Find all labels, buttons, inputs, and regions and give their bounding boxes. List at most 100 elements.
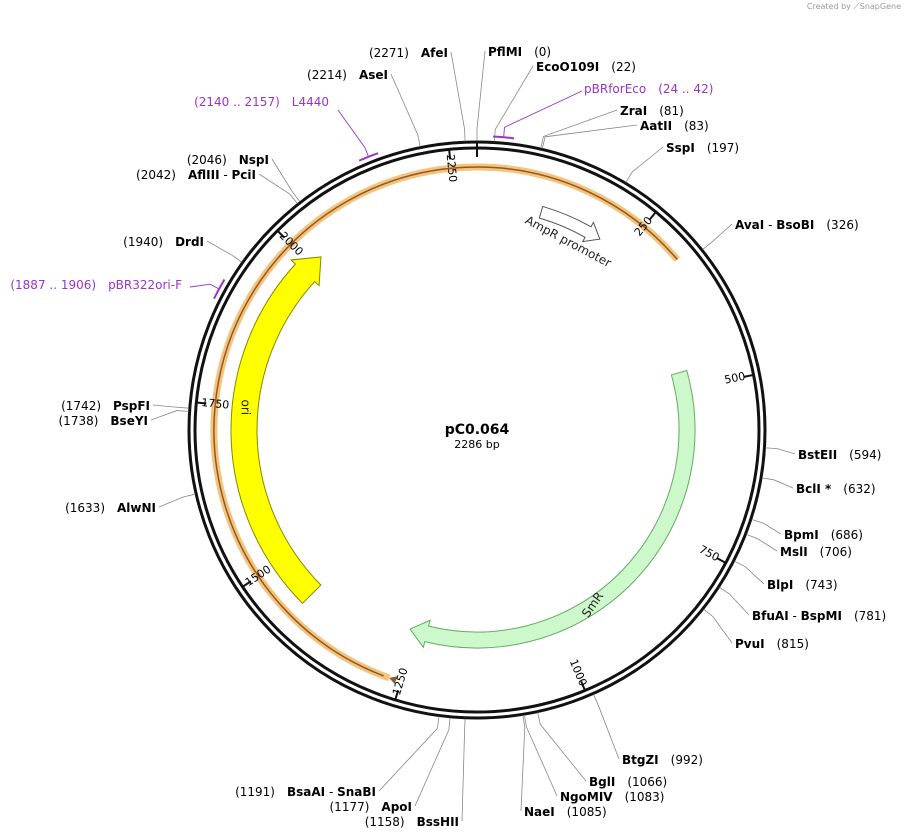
feature-ori[interactable]	[230, 256, 322, 605]
enzyme-site[interactable]: (2271)AfeI	[369, 46, 448, 60]
feature-smr[interactable]	[409, 369, 696, 649]
orf-arrowhead	[389, 676, 398, 685]
enzyme-site[interactable]: (1191) BsaAI - SnaBI	[235, 785, 376, 799]
enzyme-label: BpmI(686)	[784, 528, 863, 542]
enzyme-position: (2271)	[369, 46, 409, 60]
enzyme-site[interactable]: (2046)NspI	[187, 153, 269, 167]
enzyme-label: (2214)AseI	[307, 68, 388, 82]
enzyme-leader-line	[520, 715, 526, 812]
enzyme-name: EcoO109I	[536, 60, 599, 74]
enzyme-site[interactable]: SspI(197)	[666, 141, 739, 155]
enzyme-site[interactable]: PvuI(815)	[735, 637, 809, 651]
enzyme-site[interactable]: NaeI(1085)	[524, 805, 607, 819]
enzyme-site[interactable]: BpmI(686)	[784, 528, 863, 542]
enzyme-site[interactable]: BtgZI(992)	[622, 753, 703, 767]
tick-label: 2250	[444, 154, 460, 183]
enzyme-name: BlpI	[767, 578, 793, 592]
enzyme-site[interactable]: NgoMIV (1083)	[560, 790, 664, 804]
enzyme-separator: -	[325, 785, 337, 799]
enzyme-position: (197)	[707, 141, 739, 155]
enzyme-site[interactable]: EcoO109I(22)	[536, 60, 636, 74]
primer-position: (1887 .. 1906)	[10, 278, 96, 292]
enzyme-site[interactable]: (2042)AflIII - PciI	[136, 168, 256, 182]
snapgene-brand: Created by ⟋SnapGene	[807, 2, 901, 12]
enzyme-leader-line	[150, 410, 189, 421]
enzyme-leader-line	[378, 716, 440, 792]
primer-mark	[493, 135, 515, 140]
snapgene-brand-name: SnapGene	[859, 2, 901, 11]
enzyme-position: (1191)	[235, 785, 275, 799]
snapgene-logo-icon: ⟋	[853, 2, 860, 12]
primer-label: (2140 .. 2157)L4440	[194, 95, 329, 109]
enzyme-label: EcoO109I(22)	[536, 60, 636, 74]
primer-label: pBRforEco (24 .. 42)	[584, 82, 713, 96]
enzyme-label: PflMI(0)	[488, 45, 551, 59]
enzyme-site[interactable]: BlpI (743)	[767, 578, 838, 592]
enzyme-leader-line	[461, 718, 466, 822]
enzyme-label: MslI(706)	[780, 545, 852, 559]
primer-mark	[358, 152, 379, 162]
enzyme-name: ZraI	[620, 104, 647, 118]
enzyme-leader-line	[152, 404, 189, 409]
enzyme-leader-line	[494, 65, 534, 142]
plasmid-name: pC0.064	[445, 422, 510, 438]
primer-leader-line	[337, 109, 369, 156]
enzyme-site[interactable]: (1158)BssHII	[365, 815, 459, 829]
enzyme-name: NaeI	[524, 805, 555, 819]
primer-name: pBR322ori-F	[108, 278, 182, 292]
enzyme-leader-line	[258, 173, 298, 204]
enzyme-position: (2214)	[307, 68, 347, 82]
enzyme-position: (1158)	[365, 815, 405, 829]
enzyme-site[interactable]: AvaI - BsoBI(326)	[735, 218, 859, 232]
enzyme-site[interactable]: (1738)BseYI	[59, 414, 149, 428]
enzyme-position: (686)	[831, 528, 863, 542]
enzyme-name: PspFI	[113, 399, 150, 413]
enzyme-label: BglI(1066)	[589, 775, 667, 789]
enzyme-label: (2042)AflIII - PciI	[136, 168, 256, 182]
enzyme-leader-line	[540, 109, 618, 149]
enzyme-label: (1177)ApoI	[330, 800, 413, 814]
enzyme-leader-line	[734, 560, 765, 585]
enzyme-label: NaeI(1085)	[524, 805, 607, 819]
enzyme-site[interactable]: (2214)AseI	[307, 68, 388, 82]
feature-ampr-promoter[interactable]	[538, 205, 601, 243]
primer-name: pBRforEco	[584, 82, 646, 96]
enzyme-label: AatII(83)	[640, 119, 709, 133]
enzyme-name-2: SnaBI	[337, 785, 376, 799]
enzyme-name: BsaAI	[287, 785, 325, 799]
enzyme-leader-line	[625, 146, 664, 183]
enzyme-site[interactable]: BstEII(594)	[798, 448, 881, 462]
primer-binding-site[interactable]: (1887 .. 1906) pBR322ori-F	[10, 278, 226, 300]
enzyme-site[interactable]: (1177)ApoI	[330, 800, 413, 814]
enzyme-leader-line	[761, 477, 794, 489]
enzyme-site[interactable]: (1742)PspFI	[61, 399, 150, 413]
enzyme-position: (1083)	[625, 790, 665, 804]
primer-binding-site[interactable]: (2140 .. 2157)L4440	[194, 95, 379, 162]
enzyme-name: BseYI	[110, 414, 148, 428]
enzyme-name: NgoMIV	[560, 790, 613, 804]
primer-position: (2140 .. 2157)	[194, 95, 280, 109]
enzyme-site[interactable]: ZraI(81)	[620, 104, 684, 118]
enzyme-site[interactable]: PflMI(0)	[488, 45, 551, 59]
labels-layer: PflMI(0)EcoO109I(22) ZraI(81)AatII(83) Ssp…	[10, 45, 886, 829]
enzyme-position: (743)	[805, 578, 837, 592]
enzyme-label: SspI(197)	[666, 141, 739, 155]
enzyme-site[interactable]: (1633)AlwNI	[65, 501, 156, 515]
enzyme-site[interactable]: AatII(83)	[640, 119, 709, 133]
tick-mark	[196, 401, 207, 405]
tick-label: 1750	[201, 396, 230, 412]
enzyme-site[interactable]: BglI(1066)	[589, 775, 667, 789]
enzyme-leader-line	[476, 50, 486, 141]
enzyme-site[interactable]: BclI *(632)	[796, 482, 876, 496]
primer-leader-line	[503, 90, 583, 137]
enzyme-position: (594)	[849, 448, 881, 462]
enzyme-site[interactable]: (1940)DrdI	[123, 235, 204, 249]
primer-binding-site[interactable]: pBRforEco (24 .. 42)	[493, 82, 713, 140]
primer-position: (24 .. 42)	[658, 82, 713, 96]
enzyme-site[interactable]: MslI(706)	[780, 545, 852, 559]
tick-mark	[743, 373, 754, 378]
enzyme-leader-line	[751, 519, 782, 535]
enzyme-leader-line	[541, 124, 638, 149]
enzyme-site[interactable]: BfuAI - BspMI(781)	[752, 609, 886, 623]
